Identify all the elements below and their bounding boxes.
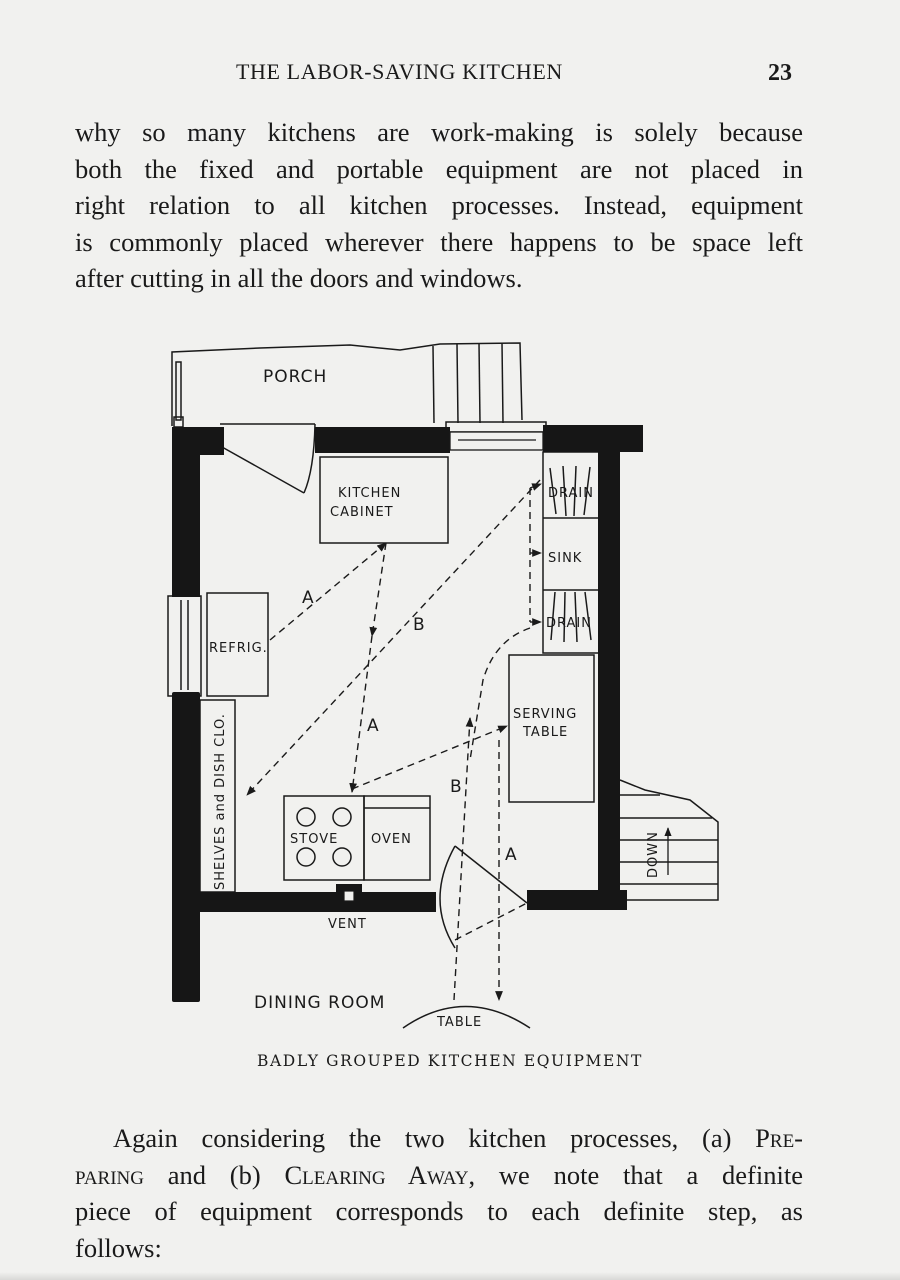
drain-top-ribs [549, 465, 591, 517]
porch-door [221, 446, 305, 494]
label-oven: OVEN [371, 832, 412, 847]
walls [172, 425, 643, 1002]
small-caps-run: Pre- [755, 1123, 803, 1153]
label-serving-table: TABLE [522, 725, 568, 740]
text-line: follows: [75, 1232, 162, 1263]
label-table: TABLE [436, 1015, 482, 1030]
dining-table [402, 1005, 531, 1029]
stairs [619, 779, 719, 901]
dining-door [454, 845, 528, 904]
path-label-a: A [367, 716, 380, 736]
text-line: right relation to all kitchen processes.… [75, 190, 803, 220]
running-head: THE LABOR-SAVING KITCHEN 23 [0, 56, 900, 96]
running-title: THE LABOR-SAVING KITCHEN [236, 59, 563, 84]
kitchen-floor-plan: PORCH KITCHEN CABINET DRAIN SINK DRAIN R… [150, 330, 750, 1040]
text-line: is commonly placed wherever there happen… [75, 226, 803, 257]
text-line: Again considering the two kitchen proces… [75, 1120, 803, 1157]
label-kitchen-cabinet: KITCHEN [338, 486, 401, 501]
text-line: piece of equipment corresponds to each d… [75, 1196, 803, 1226]
text-run: , we note that a definite [468, 1159, 803, 1190]
text-line: after cutting in all the doors and windo… [75, 263, 523, 293]
label-sink: SINK [548, 551, 582, 566]
label-stove: STOVE [290, 832, 338, 847]
scan-edge [0, 1272, 900, 1280]
small-caps-run: Clearing Away [284, 1159, 469, 1190]
label-down: DOWN [646, 831, 661, 878]
drain-bottom-ribs [550, 591, 592, 643]
path-label-a: A [505, 845, 518, 865]
path-label-a: A [302, 588, 315, 608]
label-dining-room: DINING ROOM [254, 993, 385, 1013]
text-run: and (b) [144, 1159, 285, 1190]
text-run: Again considering the two kitchen proces… [113, 1123, 756, 1153]
label-drain: DRAIN [548, 486, 594, 501]
oven [363, 795, 431, 881]
label-refrig: REFRIG. [209, 641, 268, 656]
label-vent: VENT [328, 917, 367, 932]
porch-post [175, 361, 182, 421]
path-label-b: B [450, 777, 463, 797]
burners [296, 807, 352, 867]
paragraph-2: Again considering the two kitchen proces… [75, 1120, 803, 1266]
traffic-paths [246, 479, 542, 1001]
porch-step [445, 421, 547, 433]
paragraph-1: why so many kitchens are work-making is … [75, 114, 803, 297]
text-line: why so many kitchens are work-making is … [75, 117, 803, 147]
label-drain: DRAIN [546, 616, 592, 631]
label-porch: PORCH [263, 367, 327, 387]
porch-outline [171, 342, 523, 426]
page-number: 23 [768, 60, 792, 86]
label-kitchen-cabinet: CABINET [330, 505, 394, 520]
small-caps-run: paring [75, 1159, 144, 1190]
label-serving-table: SERVING [513, 707, 577, 722]
text-line: paring and (b) Clearing Away, we note th… [75, 1157, 803, 1194]
path-label-b: B [413, 615, 426, 635]
label-shelves: SHELVES and DISH CLO. [213, 713, 228, 890]
serving-table [508, 654, 595, 803]
refrigerator [206, 592, 269, 697]
figure-caption: BADLY GROUPED KITCHEN EQUIPMENT [257, 1052, 643, 1070]
text-line: both the fixed and portable equipment ar… [75, 153, 803, 184]
